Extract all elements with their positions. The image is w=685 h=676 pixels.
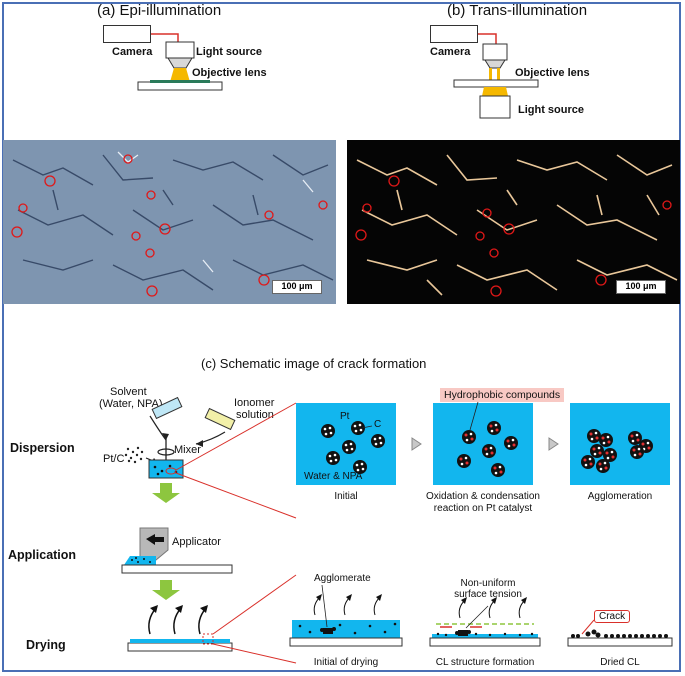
- caption-cl-formation: CL structure formation: [435, 657, 535, 668]
- hydrophobic-label: Hydrophobic compounds: [440, 388, 565, 402]
- caption-oxidation-1: Oxidation & condensation: [426, 491, 540, 502]
- trans-title: (b) Trans-illumination: [447, 2, 588, 19]
- solvent-label: Solvent: [110, 386, 147, 398]
- ionomer-label-1: Ionomer: [234, 397, 275, 409]
- caption-initial: Initial: [334, 491, 358, 502]
- stage-application: Application: [8, 548, 77, 562]
- epi-setup-diagram: [137, 33, 223, 91]
- stage-dispersion: Dispersion: [10, 441, 75, 455]
- pt-label: Pt: [340, 411, 350, 422]
- dispersion-agglomeration-box: [570, 403, 670, 485]
- caption-agglomeration: Agglomeration: [587, 491, 653, 502]
- trans-objective-label: Objective lens: [515, 67, 590, 79]
- ptc-label: Pt/C: [103, 453, 125, 465]
- trans-setup-diagram: [453, 33, 539, 119]
- agglomerate-label: Agglomerate: [314, 573, 371, 584]
- solvent-detail-label: (Water, NPA): [99, 398, 163, 410]
- trans-scale-bar: 100 μm: [616, 280, 666, 294]
- trans-camera-box: [430, 25, 478, 43]
- crack-label: Crack: [594, 610, 631, 623]
- epi-camera-label: Camera: [112, 46, 153, 58]
- c-label: C: [374, 419, 382, 430]
- nonuniform-label-2: surface tension: [454, 589, 522, 600]
- epi-light-source-label: Light source: [196, 46, 263, 58]
- epi-title: (a) Epi-illumination: [97, 2, 222, 19]
- trans-camera-label: Camera: [430, 46, 471, 58]
- nonuniform-label-1: Non-uniform: [460, 578, 516, 589]
- ionomer-label-2: solution: [236, 409, 274, 421]
- epi-objective-label: Objective lens: [192, 67, 267, 79]
- epi-camera-box: [103, 25, 151, 43]
- trans-micrograph: [347, 140, 680, 304]
- stage-drying: Drying: [26, 638, 66, 652]
- applicator-label: Applicator: [172, 536, 221, 548]
- water-npa-label: Water & NPA: [304, 471, 363, 482]
- schematic-title: (c) Schematic image of crack formation: [201, 356, 427, 371]
- mixer-label: Mixer: [174, 444, 201, 456]
- trans-light-source-label: Light source: [518, 104, 585, 116]
- epi-scale-bar: 100 μm: [272, 280, 322, 294]
- caption-initial-drying: Initial of drying: [313, 657, 379, 668]
- caption-dried-cl: Dried CL: [600, 657, 640, 668]
- caption-oxidation-2: reaction on Pt catalyst: [433, 503, 533, 514]
- epi-micrograph: [3, 140, 336, 304]
